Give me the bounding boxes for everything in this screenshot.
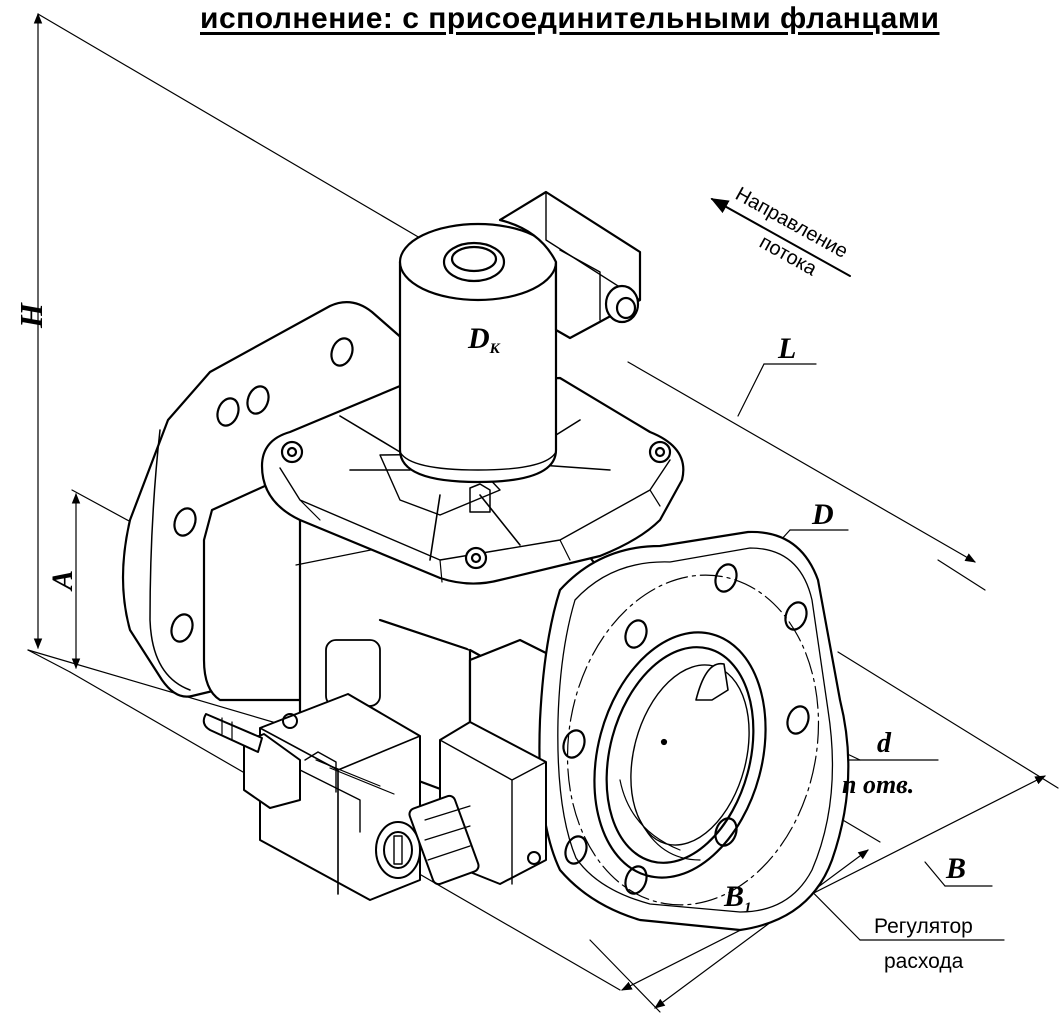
flow-regulator-line2: расхода [884, 950, 964, 973]
actuator-module [202, 693, 547, 901]
label-Dk: DК [467, 322, 501, 357]
front-flange [538, 530, 850, 932]
flow-arrow [710, 198, 851, 277]
label-L: L [777, 332, 796, 365]
label-H: H [13, 302, 49, 329]
drawing-title: исполнение: с присоединительными фланцам… [200, 2, 940, 35]
flow-regulator-label: Регулятор расхода [874, 915, 973, 973]
label-B: B [945, 852, 966, 885]
label-A: A [46, 570, 79, 592]
dimension-lines [27, 12, 1059, 1013]
label-n-holes: n отв. [842, 770, 914, 799]
cover-screws [280, 440, 672, 570]
label-B1: B1 [723, 880, 752, 916]
flow-regulator-line1: Регулятор [874, 915, 973, 938]
solenoid-coil [398, 190, 642, 484]
label-d: d [877, 728, 892, 759]
label-D: D [811, 498, 834, 531]
